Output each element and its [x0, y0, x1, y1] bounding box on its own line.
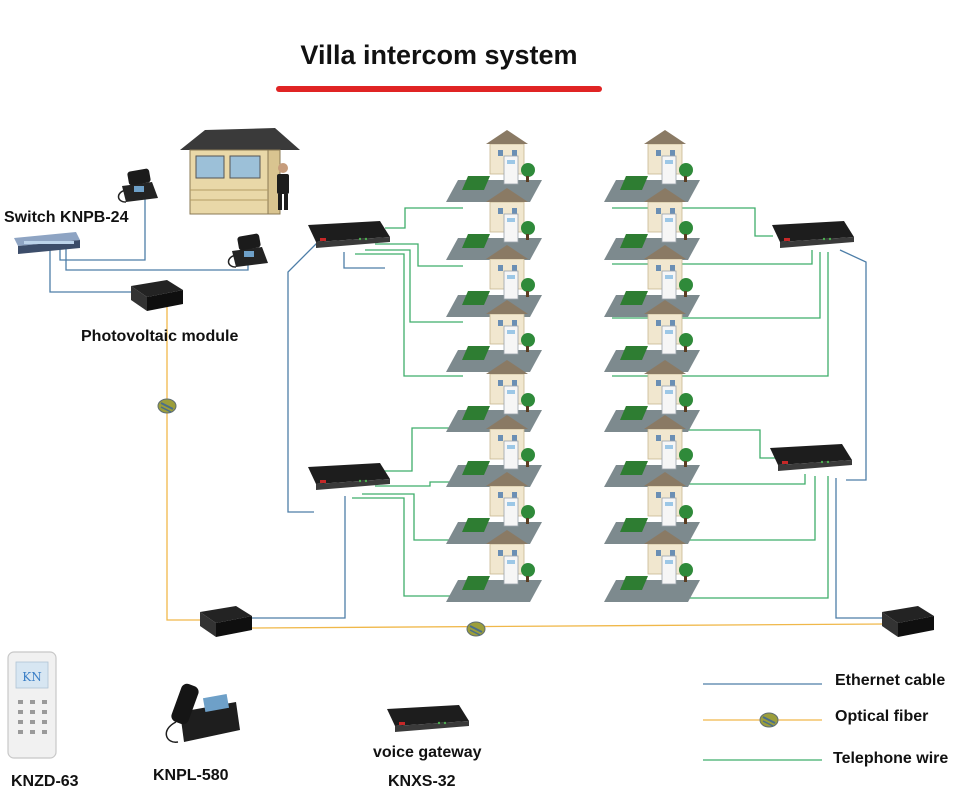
legend-telephone-label: Telephone wire — [833, 750, 949, 767]
legend-ethernet-label: Ethernet cable — [835, 672, 946, 689]
page-title: Villa intercom system — [300, 40, 578, 70]
knzd-63-label: KNZD-63 — [11, 773, 79, 790]
ip-phone-icon — [227, 232, 269, 268]
legend-fiber-knot-icon — [759, 712, 779, 728]
fiber-knot-icon — [157, 398, 177, 414]
voice-gateway-label: voice gateway — [373, 744, 482, 761]
villa-icon — [445, 129, 543, 203]
villa-icon — [603, 129, 701, 203]
voice-gateway-icon — [770, 444, 852, 471]
voice-gateway-icon — [772, 221, 854, 248]
photovoltaic-module-icon — [200, 606, 252, 637]
legend-fiber-label: Optical fiber — [835, 708, 929, 725]
telephone-wires — [352, 207, 829, 599]
ip-phone-legend-icon — [165, 683, 240, 743]
photovoltaic-module-icon — [131, 280, 183, 311]
intercom-logo: KN — [22, 670, 41, 684]
fiber-knot-icon — [466, 621, 486, 637]
switch-icon — [14, 232, 80, 254]
ethernet-cables — [49, 195, 886, 619]
switch-label: Switch KNPB-24 — [4, 209, 129, 226]
title-underline — [276, 86, 602, 92]
photovoltaic-module-label: Photovoltaic module — [81, 328, 239, 345]
knpl-580-label: KNPL-580 — [153, 767, 229, 784]
ip-phone-icon — [117, 167, 159, 203]
guard-booth-icon — [180, 128, 300, 215]
door-intercom-panel-icon: KN — [7, 651, 57, 759]
voice-gateway-legend-icon — [387, 705, 469, 732]
photovoltaic-module-icon — [882, 606, 934, 637]
guard-person-icon — [277, 163, 289, 210]
knxs-32-label: KNXS-32 — [388, 773, 456, 790]
